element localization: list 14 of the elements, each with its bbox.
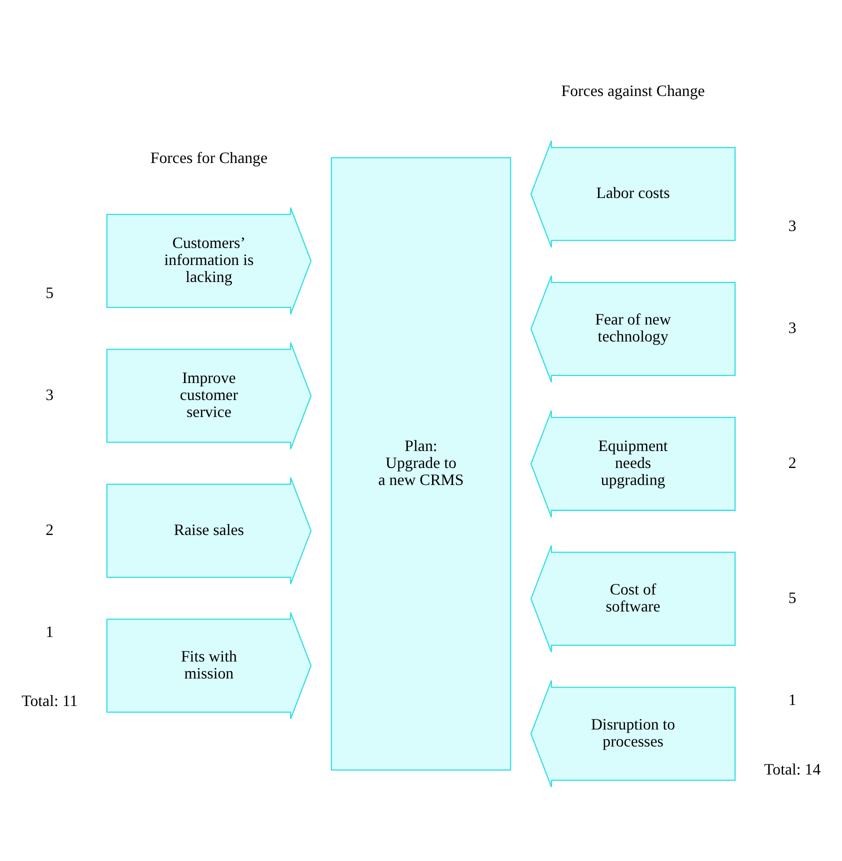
node-label: 1 bbox=[46, 624, 54, 641]
label: Total: 14 bbox=[764, 760, 821, 778]
node-box: Plan: Upgrade to a new CRMS bbox=[330, 156, 512, 770]
node-label: 3 bbox=[46, 386, 54, 404]
node-label: 1 bbox=[788, 692, 796, 709]
node-label: 2 bbox=[46, 521, 54, 538]
label: Forces against Change bbox=[561, 82, 705, 100]
node-label: 2 bbox=[788, 454, 796, 472]
node-label: 5 bbox=[46, 284, 54, 302]
label: Total: 11 bbox=[22, 692, 78, 710]
label: Forces for Change bbox=[150, 150, 268, 167]
node-label: 5 bbox=[788, 590, 796, 607]
node-label: 3 bbox=[788, 320, 796, 337]
node-label: 3 bbox=[788, 218, 796, 235]
